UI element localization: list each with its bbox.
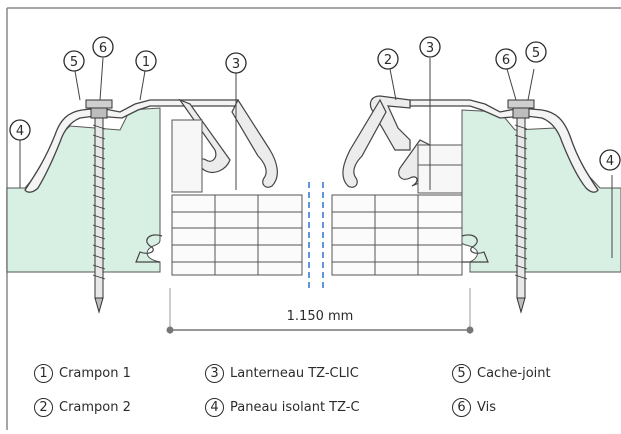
- callout-3-right: 3: [426, 41, 434, 56]
- left-screw: [85, 99, 113, 314]
- dimension-end-right: [466, 326, 474, 334]
- callout-4-left: 4: [16, 124, 24, 139]
- right-metal-profile: [409, 99, 599, 193]
- callout-circle-1: [135, 50, 157, 72]
- callout-5-right: 5: [532, 46, 540, 61]
- legend-item-4: 4 Paneau isolant TZ-C: [205, 398, 360, 417]
- dimension-end-left: [166, 326, 174, 334]
- legend-item-3: 3 Lanterneau TZ-CLIC: [205, 364, 359, 383]
- legend-number: 4: [205, 398, 224, 417]
- callout-1: 1: [142, 55, 150, 70]
- callout-circle-6-left: [92, 36, 114, 58]
- legend-number: 5: [452, 364, 471, 383]
- legend-label: Paneau isolant TZ-C: [230, 400, 360, 415]
- callout-circle-2-right: [377, 48, 399, 70]
- callout-circle-5-right: [525, 41, 547, 63]
- callout-circle-4-right: [599, 149, 621, 171]
- callout-6-right: 6: [502, 53, 510, 68]
- right-hook-1: [342, 98, 387, 188]
- callout-5-left: 5: [70, 55, 78, 70]
- left-insulation-panel: [6, 107, 161, 273]
- callout-4-right: 4: [606, 154, 614, 169]
- callout-circle-6-right: [495, 48, 517, 70]
- left-hook-2: [231, 98, 278, 188]
- left-clip-wave: [135, 234, 163, 263]
- legend-item-6: 6 Vis: [452, 398, 496, 417]
- left-screw-thread: [92, 124, 106, 280]
- callout-6-left: 6: [99, 41, 107, 56]
- callout-2-right: 2: [384, 53, 392, 68]
- legend-label: Crampon 1: [59, 366, 131, 381]
- legend-label: Lanterneau TZ-CLIC: [230, 366, 359, 381]
- callout-leaders: [19, 57, 613, 258]
- right-clip-wave: [461, 234, 489, 263]
- legend-item-2: 2 Crampon 2: [34, 398, 131, 417]
- dimension-label: 1.150 mm: [287, 309, 354, 324]
- callout-circle-3-right: [419, 36, 441, 58]
- legend-number: 6: [452, 398, 471, 417]
- callout-circle-3-left: [225, 52, 247, 74]
- right-screw-thread: [514, 124, 528, 280]
- legend-item-1: 1 Crampon 1: [34, 364, 131, 383]
- legend-label: Cache-joint: [477, 366, 551, 381]
- callout-circle-4-left: [9, 119, 31, 141]
- callout-circle-5-left: [63, 50, 85, 72]
- legend-number: 1: [34, 364, 53, 383]
- left-polycarbonate-cells: [171, 119, 303, 276]
- legend-number: 3: [205, 364, 224, 383]
- left-metal-profile: [24, 99, 239, 193]
- legend-label: Vis: [477, 400, 496, 415]
- callout-3-left: 3: [232, 57, 240, 72]
- legend-item-5: 5 Cache-joint: [452, 364, 551, 383]
- legend-number: 2: [34, 398, 53, 417]
- right-polycarbonate-cells: [331, 144, 463, 276]
- legend-label: Crampon 2: [59, 400, 131, 415]
- right-insulation-panel: [461, 109, 621, 273]
